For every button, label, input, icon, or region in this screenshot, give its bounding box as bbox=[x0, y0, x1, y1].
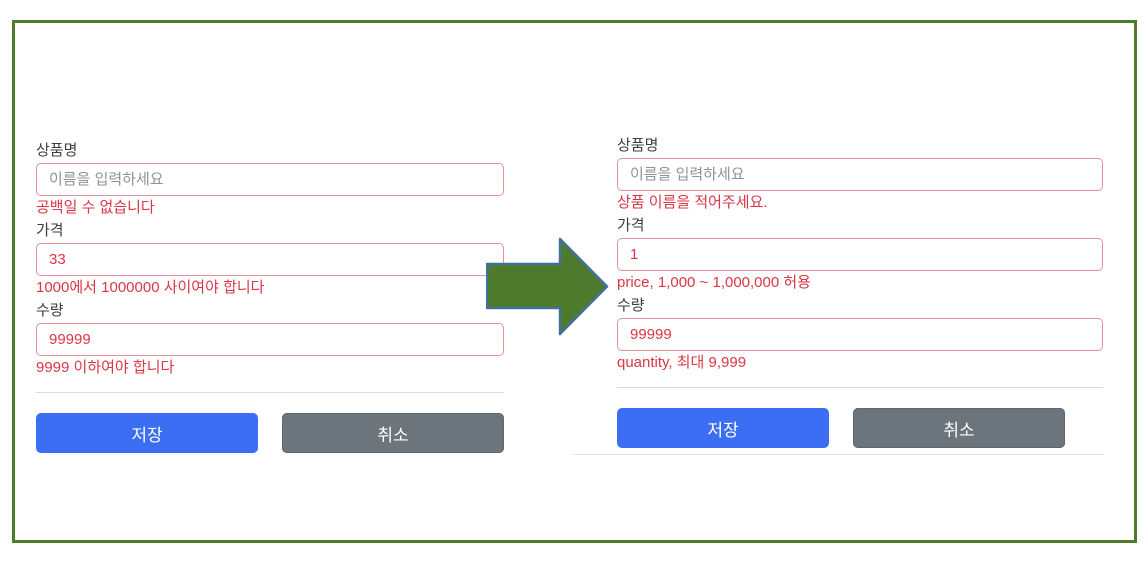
right-arrow-icon bbox=[485, 237, 609, 336]
button-divider bbox=[36, 392, 504, 393]
cancel-button[interactable]: 취소 bbox=[282, 413, 504, 453]
product-name-error: 공백일 수 없습니다 bbox=[36, 199, 155, 216]
price-label: 가격 bbox=[36, 222, 64, 239]
form-before: 상품명 공백일 수 없습니다 가격 1000에서 1000000 사이여야 합니… bbox=[36, 142, 504, 453]
product-name-label: 상품명 bbox=[617, 137, 659, 154]
cancel-button[interactable]: 취소 bbox=[853, 408, 1065, 448]
price-label: 가격 bbox=[617, 217, 645, 234]
quantity-label: 수량 bbox=[617, 297, 645, 314]
product-name-error: 상품 이름을 적어주세요. bbox=[617, 194, 768, 211]
save-button[interactable]: 저장 bbox=[36, 413, 258, 453]
quantity-error: quantity, 최대 9,999 bbox=[617, 354, 747, 371]
price-input[interactable] bbox=[617, 238, 1103, 271]
save-button[interactable]: 저장 bbox=[617, 408, 829, 448]
price-error: price, 1,000 ~ 1,000,000 허용 bbox=[617, 274, 811, 291]
product-name-input[interactable] bbox=[617, 158, 1103, 191]
price-input[interactable] bbox=[36, 243, 504, 276]
button-row: 저장 취소 bbox=[617, 408, 1065, 448]
button-divider bbox=[617, 387, 1103, 388]
quantity-label: 수량 bbox=[36, 302, 64, 319]
quantity-input[interactable] bbox=[617, 318, 1103, 351]
button-row: 저장 취소 bbox=[36, 413, 504, 453]
product-name-input[interactable] bbox=[36, 163, 504, 196]
quantity-error: 9999 이하여야 합니다 bbox=[36, 359, 175, 376]
quantity-input[interactable] bbox=[36, 323, 504, 356]
form-after: 상품명 상품 이름을 적어주세요. 가격 price, 1,000 ~ 1,00… bbox=[617, 137, 1103, 448]
right-panel-bottom-border bbox=[573, 454, 1104, 455]
product-name-label: 상품명 bbox=[36, 142, 78, 159]
price-error: 1000에서 1000000 사이여야 합니다 bbox=[36, 279, 265, 296]
